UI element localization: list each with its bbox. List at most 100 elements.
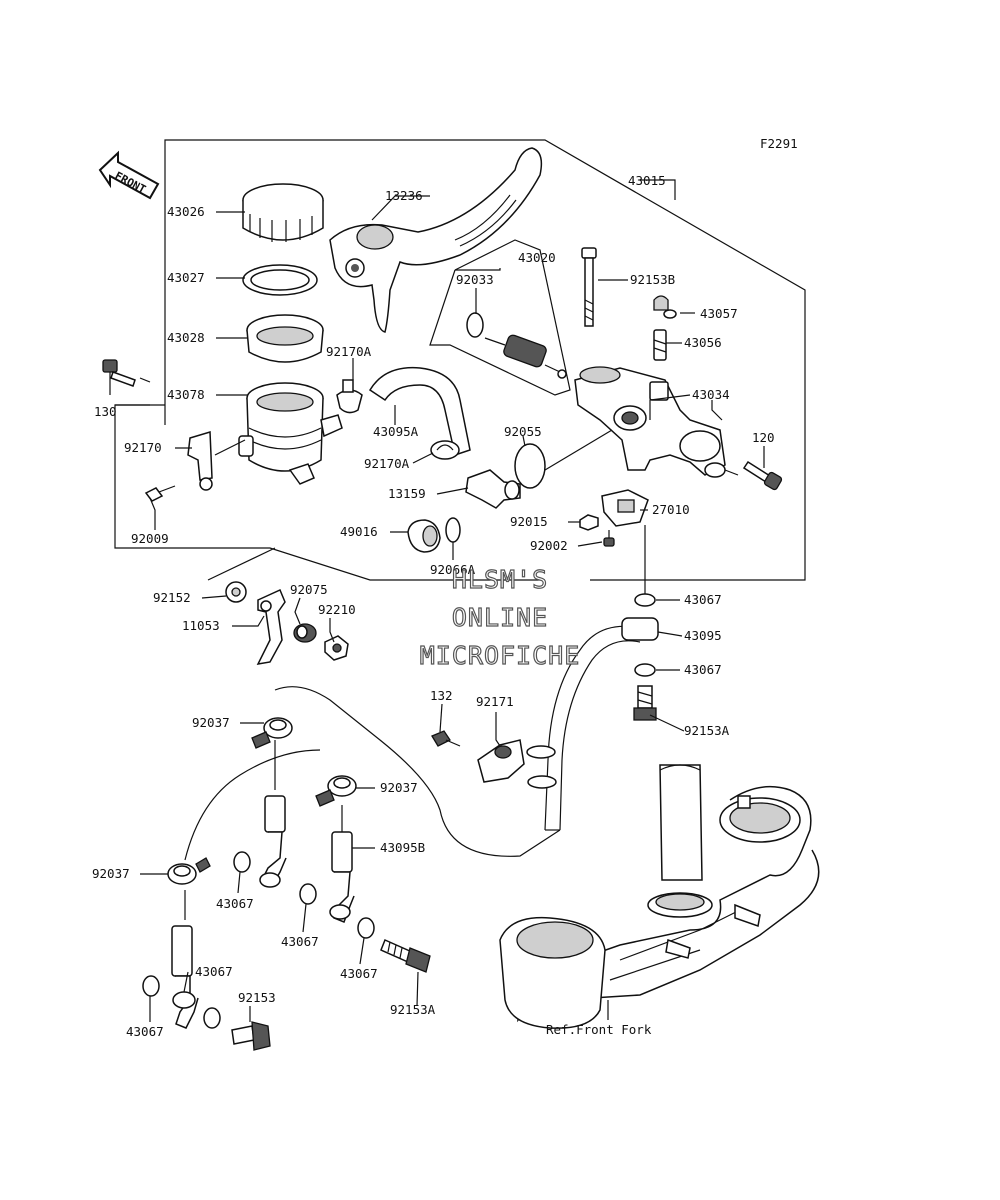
label-92170: 92170	[124, 440, 162, 455]
label-43067-e: 43067	[340, 966, 378, 981]
watermark: HLSM'S ONLINE MICROFICHE	[419, 564, 581, 670]
hose-guide-92171	[477, 739, 525, 783]
banjo-fitting-middle	[315, 775, 357, 807]
hose-clamp-upper	[336, 379, 363, 414]
label-43078: 43078	[167, 387, 205, 402]
bracket-11053	[225, 581, 286, 665]
watermark-line-3: MICROFICHE	[420, 641, 581, 670]
label-120: 120	[752, 430, 775, 445]
front-arrow-icon: FRONT	[98, 150, 160, 200]
brake-hose-lower-far	[171, 890, 199, 1029]
nut-92015	[579, 514, 599, 531]
label-92015: 92015	[510, 514, 548, 529]
washer-upper	[634, 593, 656, 607]
label-92033: 92033	[456, 272, 494, 287]
banjo-fitting-upper	[251, 717, 293, 749]
label-92153b: 92153B	[630, 272, 675, 287]
washer-e	[357, 917, 375, 939]
label-43015: 43015	[628, 173, 666, 188]
label-132: 132	[430, 688, 453, 703]
screw-92002	[603, 530, 615, 547]
label-27010: 27010	[652, 502, 690, 517]
brake-hose-main	[526, 617, 659, 831]
banjo-bolt-lower-right	[380, 938, 431, 973]
label-49016: 49016	[340, 524, 378, 539]
washer-c	[233, 851, 251, 873]
dust-boot	[407, 519, 441, 553]
label-43067-c: 43067	[216, 896, 254, 911]
label-92037-b: 92037	[380, 780, 418, 795]
label-43067-f: 43067	[195, 964, 233, 979]
diaphragm-plate	[242, 264, 318, 296]
collar-92210	[324, 635, 349, 661]
brake-hose-lower-left	[259, 686, 561, 888]
label-43095b: 43095B	[380, 840, 425, 855]
label-92153a-main: 92153A	[684, 723, 730, 738]
label-13159: 13159	[388, 486, 426, 501]
label-92002: 92002	[530, 538, 568, 553]
label-11053: 11053	[182, 618, 220, 633]
brake-hose-lower-right	[184, 749, 355, 923]
label-43095a: 43095A	[373, 424, 419, 439]
label-43026: 43026	[167, 204, 205, 219]
bolt-92153b	[581, 247, 597, 327]
label-92153: 92153	[238, 990, 276, 1005]
washer-lower	[634, 663, 656, 677]
watermark-line-1: HLSM'S	[452, 565, 548, 594]
label-92170a-lower: 92170A	[364, 456, 410, 471]
label-92009: 92009	[131, 531, 169, 546]
label-92037-a: 92037	[192, 715, 230, 730]
label-43057: 43057	[700, 306, 738, 321]
washer-g	[142, 975, 160, 997]
watermark-line-2: ONLINE	[452, 603, 548, 632]
banjo-bolt-lower-left	[231, 1021, 271, 1051]
label-43067-d: 43067	[281, 934, 319, 949]
label-92171: 92171	[476, 694, 514, 709]
hose-fitting	[465, 469, 521, 509]
banjo-bolt-main	[633, 685, 657, 721]
circlip	[466, 312, 484, 338]
diaphragm	[246, 314, 324, 363]
screw-92009	[144, 485, 176, 502]
bleeder-cap	[653, 295, 677, 319]
part-labels: 43015 43026 13236 43027 43020 92033 9215…	[92, 173, 775, 1039]
label-92075: 92075	[290, 582, 328, 597]
snap-ring	[445, 517, 461, 543]
label-92037-c: 92037	[92, 866, 130, 881]
brake-switch	[601, 489, 649, 527]
figure-code: F2291	[760, 136, 798, 151]
label-43028: 43028	[167, 330, 205, 345]
label-43067-a: 43067	[684, 592, 722, 607]
master-cylinder-body	[574, 366, 726, 478]
label-43056: 43056	[684, 335, 722, 350]
reservoir-cap	[242, 183, 324, 242]
label-130: 130	[94, 404, 117, 419]
bleeder-valve	[653, 329, 667, 361]
label-92055: 92055	[504, 424, 542, 439]
label-43067-b: 43067	[684, 662, 722, 677]
hose-clamp-lower	[430, 440, 460, 460]
reservoir-bracket	[187, 431, 213, 491]
banjo-fitting-lower	[167, 857, 211, 885]
washer-f	[203, 1007, 221, 1029]
label-92170a-upper: 92170A	[326, 344, 372, 359]
brake-lever	[329, 147, 543, 333]
label-92066a: 92066A	[430, 562, 476, 577]
piston-kit-outline	[429, 239, 571, 396]
label-43095: 43095	[684, 628, 722, 643]
washer-d	[299, 883, 317, 905]
label-92153a-lower: 92153A	[390, 1002, 436, 1017]
bolt-130	[102, 359, 136, 387]
assembly-outline	[114, 139, 806, 581]
o-ring	[514, 443, 546, 489]
reservoir-hose	[368, 366, 471, 456]
label-13236: 13236	[385, 188, 423, 203]
bolt-132	[431, 730, 461, 747]
label-43034: 43034	[692, 387, 730, 402]
piston-assembly	[484, 334, 567, 379]
label-43020: 43020	[518, 250, 556, 265]
label-43067-g: 43067	[126, 1024, 164, 1039]
reservoir	[238, 382, 343, 485]
label-92152: 92152	[153, 590, 191, 605]
